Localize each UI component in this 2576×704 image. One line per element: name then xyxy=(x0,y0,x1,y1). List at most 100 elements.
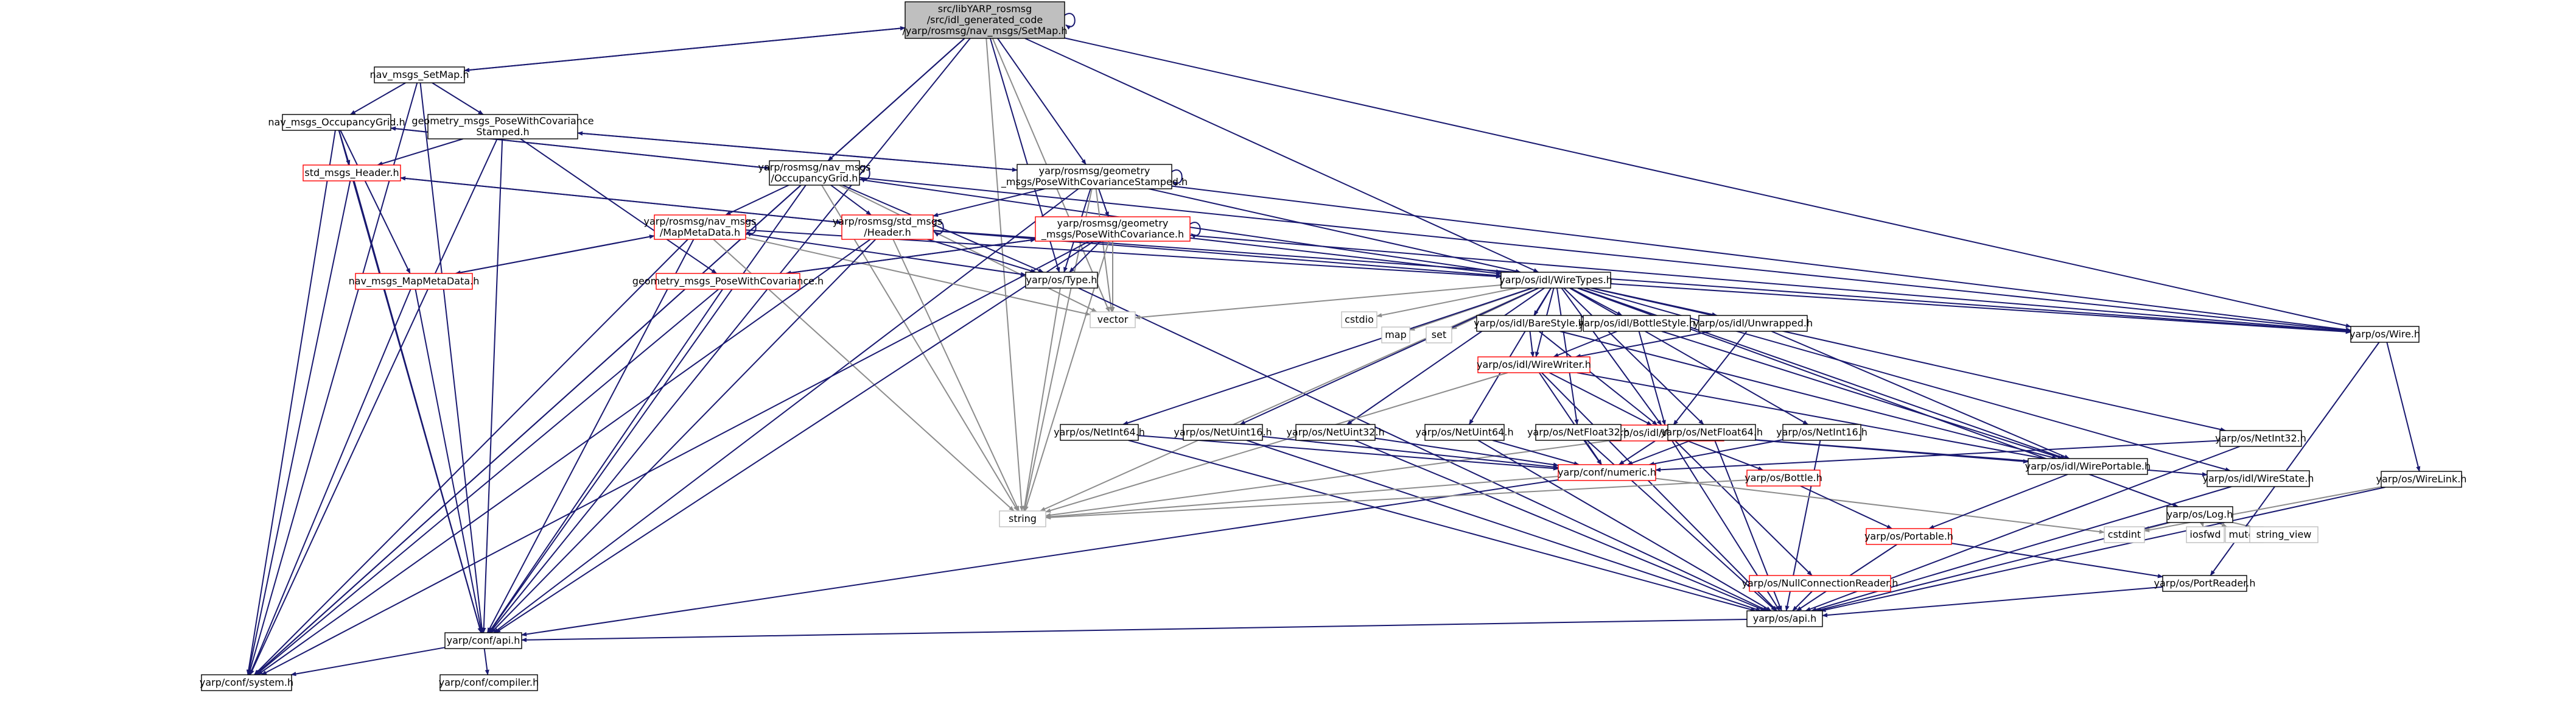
node-conf_compiler[interactable]: yarp/conf/compiler.h xyxy=(439,674,539,691)
node-box xyxy=(769,160,860,186)
node-yr_nav_og[interactable]: yarp/rosmsg/nav_msgs/OccupancyGrid.h xyxy=(758,160,871,186)
node-netfloat64[interactable]: yarp/os/NetFloat64.h xyxy=(1661,424,1763,441)
node-box xyxy=(1749,575,1891,592)
node-numeric[interactable]: yarp/conf/numeric.h xyxy=(1558,464,1656,481)
node-barestyle[interactable]: yarp/os/idl/BareStyle.h xyxy=(1474,315,1584,332)
node-label: iosfwd xyxy=(2189,529,2221,540)
node-label: yarp/os/PortReader.h xyxy=(2154,577,2255,589)
node-label: yarp/rosmsg/nav_msgs xyxy=(758,161,870,174)
node-label: /OccupancyGrid.h xyxy=(771,172,858,184)
node-label: _msgs/PoseWithCovarianceStamped.h xyxy=(1001,176,1188,188)
edge-nav_setmap-to-root xyxy=(464,26,906,71)
node-geo_pwcs[interactable]: geometry_msgs_PoseWithCovarianceStamped.… xyxy=(411,114,594,139)
node-label: Stamped.h xyxy=(476,126,529,138)
node-vector[interactable]: vector xyxy=(1090,311,1136,328)
node-geo_pwc[interactable]: geometry_msgs_PoseWithCovariance.h xyxy=(632,273,824,290)
node-wiretypes[interactable]: yarp/os/idl/WireTypes.h xyxy=(1499,272,1612,289)
node-cstdio[interactable]: cstdio xyxy=(1341,311,1377,328)
node-box xyxy=(2249,526,2319,543)
node-yr_geo_pwc[interactable]: yarp/rosmsg/geometry_msgs/PoseWithCovari… xyxy=(1035,216,1191,242)
node-wirestate[interactable]: yarp/os/idl/WireState.h xyxy=(2203,470,2314,487)
edge-yr_geo_pwcs-to-yr_geo_pwcs xyxy=(1171,169,1183,186)
edge-netuint64-to-numeric xyxy=(1492,440,1580,466)
node-box xyxy=(1866,528,1952,545)
edge-netint64-to-os_api xyxy=(1128,440,1757,612)
node-nav_setmap[interactable]: nav_msgs_SetMap.h xyxy=(369,66,469,83)
edge-root-to-yr_geo_pwcs xyxy=(997,38,1087,165)
edge-std_header-to-conf_system xyxy=(247,180,351,675)
edge-yr_std_header-to-std_header xyxy=(400,176,842,224)
edge-wiretypes-to-netuint64 xyxy=(1468,287,1552,425)
node-os_wire[interactable]: yarp/os/Wire.h xyxy=(2350,326,2420,343)
node-box xyxy=(1341,311,1377,328)
node-yr_geo_pwcs[interactable]: yarp/rosmsg/geometry_msgs/PoseWithCovari… xyxy=(1001,164,1188,189)
node-conf_api[interactable]: yarp/conf/api.h xyxy=(444,632,522,649)
node-portable[interactable]: yarp/os/Portable.h xyxy=(1864,528,1953,545)
node-label: yarp/conf/compiler.h xyxy=(439,677,539,688)
edge-yr_nav_mmd-to-conf_api xyxy=(486,239,695,633)
node-conf_system[interactable]: yarp/conf/system.h xyxy=(200,674,293,691)
node-set[interactable]: set xyxy=(1426,326,1452,343)
node-netuint32[interactable]: yarp/os/NetUint32.h xyxy=(1286,424,1385,441)
node-bottlestyle[interactable]: yarp/os/idl/BottleStyle.h xyxy=(1578,315,1695,332)
node-yr_nav_mmd[interactable]: yarp/rosmsg/nav_msgs/MapMetaData.h xyxy=(643,214,757,240)
edge-wiretypes-to-wireportable xyxy=(1578,287,2066,459)
node-os_type[interactable]: yarp/os/Type.h xyxy=(1025,272,1098,289)
node-box xyxy=(841,214,934,240)
edge-wirelink-to-cstdint xyxy=(2144,486,2382,532)
node-box xyxy=(427,114,578,139)
node-label: yarp/os/NetInt64.h xyxy=(1054,426,1145,438)
node-netuint64[interactable]: yarp/os/NetUint64.h xyxy=(1415,424,1514,441)
edge-yr_std_header-to-os_type xyxy=(927,239,1037,273)
node-netfloat32[interactable]: yarp/os/NetFloat32.h xyxy=(1527,424,1629,441)
node-iosfwd[interactable]: iosfwd xyxy=(2186,526,2225,543)
node-netuint16[interactable]: yarp/os/NetUint16.h xyxy=(1174,424,1272,441)
node-string_view[interactable]: string_view xyxy=(2249,526,2319,543)
node-netint32[interactable]: yarp/os/NetInt32.h xyxy=(2215,430,2306,447)
edge-wirewriter-to-string xyxy=(1045,372,1508,513)
node-box xyxy=(1090,311,1136,328)
node-root[interactable]: src/libYARP_rosmsg/src/idl_generated_cod… xyxy=(902,1,1068,39)
node-wirelink[interactable]: yarp/os/WireLink.h xyxy=(2376,471,2467,488)
node-label: yarp/os/idl/WireWriter.h xyxy=(1477,359,1591,370)
edge-nav_mmd-to-conf_system xyxy=(249,289,411,675)
node-netint16[interactable]: yarp/os/NetInt16.h xyxy=(1776,424,1867,441)
node-label: yarp/os/Type.h xyxy=(1026,274,1097,286)
edge-yr_nav_og-to-os_wire xyxy=(859,177,2351,333)
node-label: yarp/conf/system.h xyxy=(200,677,293,688)
node-unwrapped[interactable]: yarp/os/idl/Unwrapped.h xyxy=(1693,315,1813,332)
edge-yr_std_header-to-conf_api xyxy=(490,239,877,633)
node-label: yarp/os/idl/WireState.h xyxy=(2203,473,2314,484)
node-box xyxy=(2219,430,2302,447)
edge-yr_std_header-to-conf_system xyxy=(257,239,871,675)
node-portreader[interactable]: yarp/os/PortReader.h xyxy=(2154,575,2256,592)
node-netint64[interactable]: yarp/os/NetInt64.h xyxy=(1054,424,1145,441)
edge-os_type-to-string xyxy=(1022,287,1061,512)
node-box xyxy=(1060,424,1139,441)
edge-netfloat64-to-numeric xyxy=(1627,440,1692,465)
node-map[interactable]: map xyxy=(1381,326,1410,343)
node-string[interactable]: string xyxy=(999,510,1046,527)
node-label: /MapMetaData.h xyxy=(660,227,740,238)
node-std_header[interactable]: std_msgs_Header.h xyxy=(303,164,401,181)
edge-root-to-os_wire xyxy=(1064,37,2351,328)
node-box xyxy=(1426,326,1452,343)
node-label: yarp/os/api.h xyxy=(1753,613,1817,624)
edge-unwrapped-to-wirewriter xyxy=(1575,331,1712,359)
node-cstdint[interactable]: cstdint xyxy=(2104,526,2145,543)
node-wirewriter[interactable]: yarp/os/idl/WireWriter.h xyxy=(1477,356,1591,373)
edge-wiretypes-to-wirestate xyxy=(1583,287,2231,472)
node-box xyxy=(1424,424,1505,441)
node-yr_std_header[interactable]: yarp/rosmsg/std_msgs/Header.h xyxy=(833,214,942,240)
node-wireportable[interactable]: yarp/os/idl/WirePortable.h xyxy=(2025,458,2151,475)
edge-netuint32-to-numeric xyxy=(1374,437,1559,467)
node-nav_og[interactable]: nav_msgs_OccupancyGrid.h xyxy=(268,114,405,131)
node-nav_mmd[interactable]: nav_msgs_MapMetaData.h xyxy=(349,273,480,290)
node-bottle[interactable]: yarp/os/Bottle.h xyxy=(1745,470,1822,487)
node-box xyxy=(2350,326,2420,343)
node-box xyxy=(439,674,538,691)
node-os_api[interactable]: yarp/os/api.h xyxy=(1746,610,1823,627)
edge-unwrapped-to-wirereader xyxy=(1673,331,1748,426)
node-nullconn[interactable]: yarp/os/NullConnectionReader.h xyxy=(1742,575,1899,592)
node-oslog[interactable]: yarp/os/Log.h xyxy=(2166,506,2233,523)
